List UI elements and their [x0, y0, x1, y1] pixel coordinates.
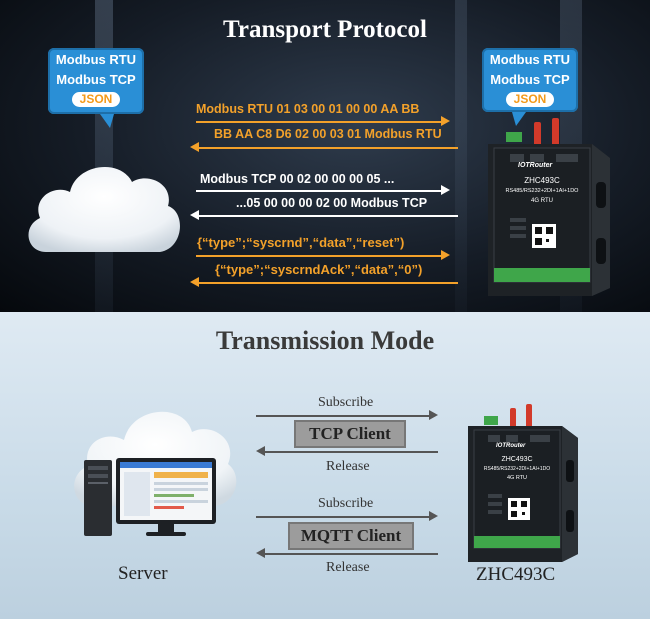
transport-protocol-panel: Transport Protocol Modbus RTU Modbus TCP…: [0, 0, 650, 312]
bubble-line: Modbus RTU: [489, 52, 571, 67]
device-model: ZHC493C: [524, 176, 560, 185]
mode-mqtt-client: MQTT Client: [288, 522, 414, 550]
bubble-line: Modbus RTU: [55, 52, 137, 67]
bubble-tail: [100, 114, 114, 128]
message-row: ...05 00 00 00 02 00 Modbus TCP: [236, 196, 428, 210]
bubble-tail: [512, 112, 526, 126]
message-row: BB AA C8 D6 02 00 03 01 Modbus RTU: [214, 127, 442, 141]
message-row: {“type”;“syscrnd”,“data”,“reset”): [197, 235, 405, 250]
bubble-line: Modbus TCP: [490, 72, 570, 87]
json-badge: JSON: [505, 92, 555, 107]
release-label: Release: [326, 459, 370, 474]
message-row: Modbus RTU 01 03 00 01 00 00 AA BB: [196, 102, 420, 116]
section-title: Transport Protocol: [223, 16, 427, 43]
mode-tcp-client: TCP Client: [294, 420, 406, 448]
light-beam: [455, 0, 467, 312]
bubble-line: Modbus TCP: [56, 72, 136, 87]
router-device-icon: IOTRouter ZHC493C RS485/RS232+2DI+1AI+1D…: [474, 118, 624, 298]
server-label: Server: [118, 563, 168, 584]
section-title: Transmission Mode: [215, 326, 435, 355]
json-badge: JSON: [71, 92, 121, 107]
protocol-bubble-right: Modbus RTU Modbus TCP JSON: [482, 48, 578, 126]
server-computer-icon: [84, 458, 216, 536]
protocol-bubble-left: Modbus RTU Modbus TCP JSON: [48, 48, 144, 128]
device-brand: IOTRouter: [496, 443, 526, 449]
release-label: Release: [326, 560, 370, 575]
message-row: Modbus TCP 00 02 00 00 00 05 ...: [200, 172, 395, 186]
subscribe-label: Subscribe: [318, 496, 374, 511]
device-brand: IOTRouter: [518, 162, 553, 169]
message-row: {“type”;“syscrndAck”,“data”,“0”): [215, 262, 423, 277]
device-net: 4G RTU: [506, 475, 528, 481]
device-ports: RS485/RS232+2DI+1AI+1DO: [505, 188, 579, 194]
device-ports: RS485/RS232+2DI+1AI+1DO: [483, 466, 551, 472]
router-device-icon: IOTRouter ZHC493C RS485/RS232+2DI+1AI+1D…: [456, 404, 592, 564]
cloud-icon: [28, 167, 180, 252]
device-label: ZHC493C: [476, 564, 556, 585]
device-model: ZHC493C: [501, 456, 533, 463]
transmission-mode-panel: Transmission Mode: [0, 312, 650, 619]
device-net: 4G RTU: [531, 198, 553, 204]
subscribe-label: Subscribe: [318, 395, 374, 410]
